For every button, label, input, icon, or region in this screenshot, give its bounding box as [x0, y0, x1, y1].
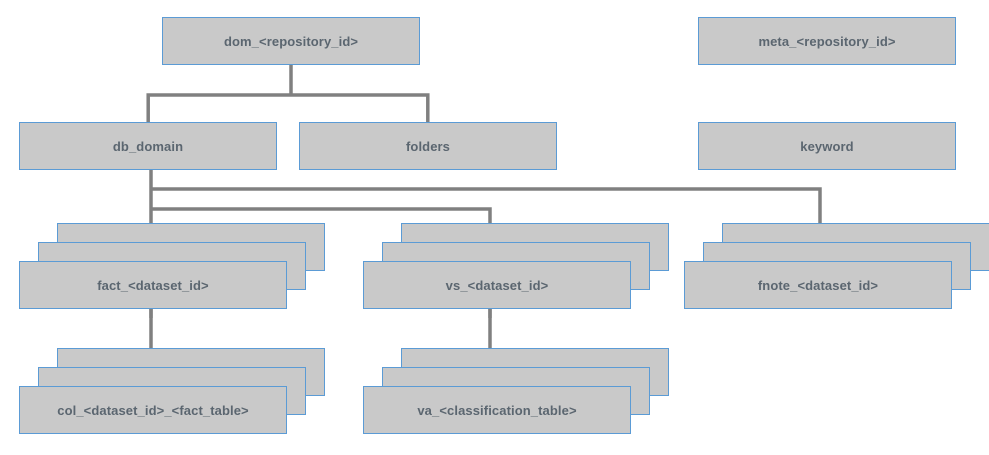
node-col-dataset-id-fact-table[interactable]: col_<dataset_id>_<fact_table> [19, 386, 287, 434]
node-meta-repository-id[interactable]: meta_<repository_id> [698, 17, 956, 65]
connector-dom-to-children [146, 65, 430, 124]
node-label: keyword [800, 138, 854, 154]
node-fact-dataset-id[interactable]: fact_<dataset_id> [19, 261, 287, 309]
node-keyword[interactable]: keyword [698, 122, 956, 170]
node-label: db_domain [112, 138, 184, 154]
node-fnote-dataset-id[interactable]: fnote_<dataset_id> [684, 261, 952, 309]
node-label: col_<dataset_id>_<fact_table> [57, 402, 249, 418]
node-label: folders [405, 138, 451, 154]
node-label: meta_<repository_id> [758, 33, 896, 49]
node-dom-repository-id[interactable]: dom_<repository_id> [162, 17, 420, 65]
node-vs-dataset-id[interactable]: vs_<dataset_id> [363, 261, 631, 309]
node-db-domain[interactable]: db_domain [19, 122, 277, 170]
node-label: dom_<repository_id> [223, 33, 359, 49]
node-label: va_<classification_table> [417, 402, 577, 418]
node-label: fact_<dataset_id> [97, 277, 209, 293]
node-label: fnote_<dataset_id> [757, 277, 879, 293]
node-folders[interactable]: folders [299, 122, 557, 170]
node-va-classification-table[interactable]: va_<classification_table> [363, 386, 631, 434]
node-label: vs_<dataset_id> [445, 277, 549, 293]
